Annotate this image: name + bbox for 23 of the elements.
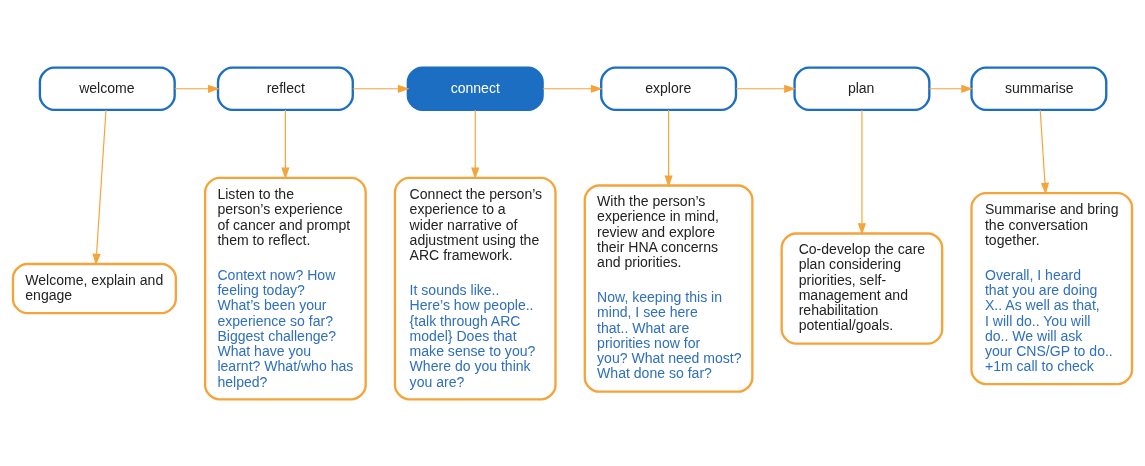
- node-box: With the person’s experience in mind, review and explore their HNA concerns and priorities. Now, keeping this in mind, I see here that.. What are priorities now for you? What need most? What done so far?: [583, 183, 754, 393]
- node-box: summarise: [970, 66, 1108, 111]
- arrow: [92, 108, 107, 265]
- arrow: [857, 108, 867, 235]
- node-box: connect: [406, 66, 544, 111]
- node-box: plan: [793, 66, 931, 111]
- node-box: explore: [600, 66, 738, 111]
- arrow: [1039, 108, 1050, 195]
- arrow: [735, 84, 796, 93]
- node-box: Summarise and bring the conversation together. Overall, I heard that you are doing X.. As well as that, I will do.. You will do.. We will ask your CNS/GP to do.. +1m call to check: [970, 191, 1134, 385]
- node-box: Co-develop the care plan considering priorities, self-management and rehabilitation potential/goals.: [780, 231, 944, 345]
- arrow: [928, 84, 974, 93]
- arrow: [664, 108, 673, 187]
- node-box: Listen to the person’s experience of cancer and prompt them to reflect. Context now? How feeling today? What’s been your experience so far? Biggest challenge? What have you learnt? What/who has helped?: [203, 176, 367, 400]
- node-box: Connect the person’s experience to a wider narrative of adjustment using the ARC framework. It sounds like.. Here’s how people.. {talk through ARC model} Does that make sense to you? Where do you think you are?: [393, 176, 557, 400]
- arrow: [352, 84, 410, 93]
- arrow: [542, 84, 603, 93]
- arrow: [281, 108, 290, 179]
- arrow: [471, 108, 480, 179]
- arrow: [174, 84, 220, 93]
- node-box: reflect: [216, 66, 354, 111]
- node-box: welcome: [38, 66, 176, 111]
- node-box: Welcome, explain and engage: [11, 262, 177, 314]
